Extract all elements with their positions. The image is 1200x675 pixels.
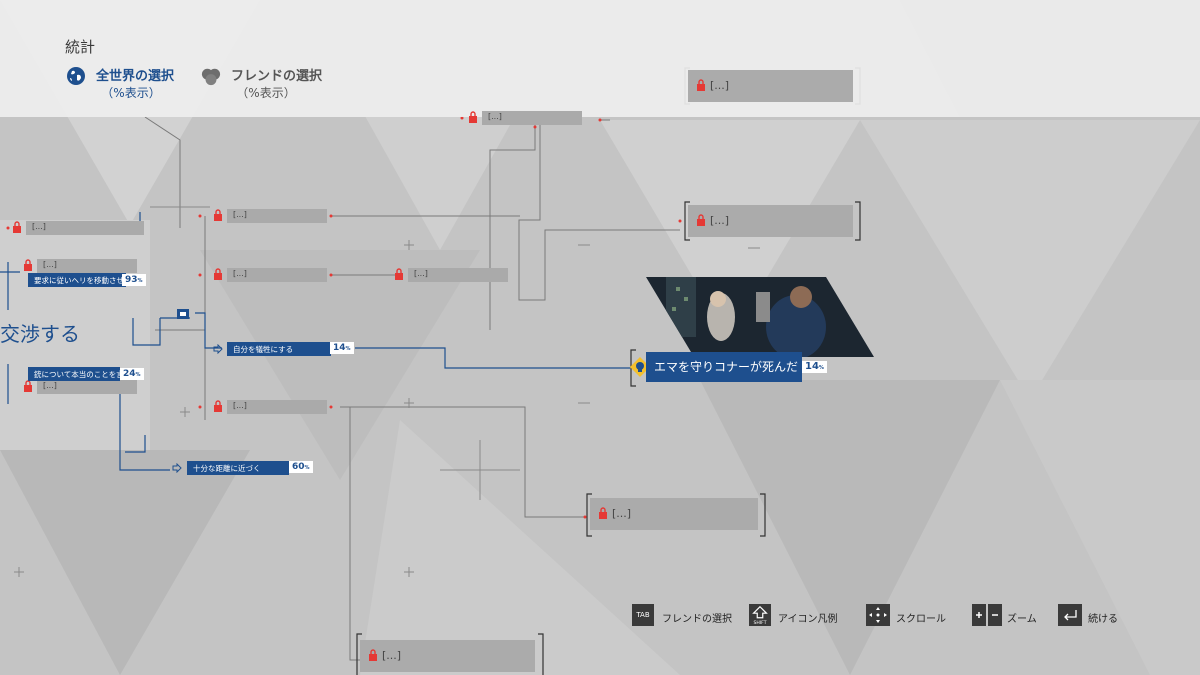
lock-icon <box>697 214 705 226</box>
ending-percent: 14% <box>802 361 827 373</box>
lock-icon <box>24 380 32 392</box>
choice-label: 要求に従いヘリを移動させる <box>34 276 132 285</box>
enter-key-icon <box>1058 604 1082 626</box>
arrow-icon <box>172 463 182 473</box>
continue-control[interactable]: 続ける <box>1058 604 1128 630</box>
choice-node[interactable]: 自分を犠牲にする <box>227 342 331 356</box>
ending-node[interactable]: エマを守りコナーが死んだ <box>646 352 802 382</box>
ending-scene-thumbnail <box>646 277 874 357</box>
choice-label: 銃について本当のことを言う <box>34 370 132 379</box>
locked-node[interactable]: [...] <box>214 209 327 223</box>
choice-percent: 14% <box>330 342 354 354</box>
locked-node[interactable]: [...] <box>395 268 508 282</box>
choice-percent: 24% <box>120 368 144 380</box>
global-selection-sub: （%表示） <box>101 86 161 100</box>
tab-key-icon: TAB <box>632 604 654 626</box>
choice-node[interactable]: 要求に従いヘリを移動させる <box>28 273 132 287</box>
lock-icon <box>369 649 377 661</box>
locked-node-label: [...] <box>43 260 57 269</box>
locked-node-label: [...] <box>612 507 632 520</box>
locked-node[interactable]: [...] <box>24 259 137 273</box>
choice-percent: 93% <box>122 274 146 286</box>
icon-legend-control-label: アイコン凡例 <box>778 614 838 625</box>
locked-node-label: [...] <box>414 269 428 278</box>
friend-selection-sub: （%表示） <box>236 86 296 100</box>
lock-icon <box>395 268 403 280</box>
choice-label: 十分な距離に近づく <box>193 464 261 473</box>
junction-icon <box>177 309 189 319</box>
locked-node-label: [...] <box>382 649 402 662</box>
lock-icon <box>13 221 21 233</box>
locked-node-label: [...] <box>488 112 502 121</box>
global-selection-option[interactable]: 全世界の選択 （%表示） <box>66 64 196 104</box>
locked-node-label: [...] <box>710 79 730 92</box>
lock-icon <box>697 79 705 91</box>
locked-node-label: [...] <box>233 210 247 219</box>
locked-node[interactable]: [...] <box>214 268 327 282</box>
locked-node-large[interactable]: [...] <box>360 640 535 672</box>
friend-selection-control-label: フレンドの選択 <box>662 614 732 625</box>
friend-selection-control[interactable]: TAB フレンドの選択 <box>632 604 742 630</box>
locked-node-label: [...] <box>43 381 57 390</box>
scroll-arrows-icon <box>866 604 890 626</box>
continue-control-label: 続ける <box>1088 614 1118 625</box>
choice-node[interactable]: 銃について本当のことを言う <box>28 367 131 381</box>
ending-skull-icon <box>630 357 650 377</box>
ending-label: エマを守りコナーが死んだ <box>654 360 799 374</box>
scroll-control-label: スクロール <box>896 614 946 625</box>
locked-node[interactable]: [...] <box>469 111 582 125</box>
arrow-icon <box>213 344 223 354</box>
lock-icon <box>24 259 32 271</box>
chapter-branch-title: 交渉する <box>0 322 80 346</box>
locked-node-label: [...] <box>233 269 247 278</box>
zoom-control[interactable]: ズーム <box>972 604 1052 630</box>
lock-icon <box>469 111 477 123</box>
locked-node-large[interactable]: [...] <box>590 498 758 530</box>
zoom-control-label: ズーム <box>1007 614 1037 625</box>
globe-icon <box>67 67 85 85</box>
locked-node-large[interactable]: [...] <box>688 205 853 237</box>
shift-key-icon: SHIFT <box>749 604 771 626</box>
locked-node[interactable]: [...] <box>214 400 327 414</box>
lock-icon <box>599 507 607 519</box>
svg-text:SHIFT: SHIFT <box>753 620 766 626</box>
locked-node-label: [...] <box>233 401 247 410</box>
lock-icon <box>214 209 222 221</box>
global-selection-label: 全世界の選択 <box>96 69 175 84</box>
choice-percent: 60% <box>289 461 313 473</box>
choice-label: 自分を犠牲にする <box>233 345 294 354</box>
locked-node[interactable]: [...] <box>24 380 137 394</box>
lock-icon <box>214 268 222 280</box>
locked-node-label: [...] <box>710 214 730 227</box>
zoom-keys-icon <box>972 604 1002 626</box>
page-title: 統計 <box>65 38 96 56</box>
scroll-control[interactable]: スクロール <box>866 604 966 630</box>
locked-node-large[interactable]: [...] <box>688 70 853 102</box>
friend-selection-label: フレンドの選択 <box>231 69 323 84</box>
lock-icon <box>214 400 222 412</box>
stats-header: 統計 全世界の選択 （%表示） フレンドの選択 （%表示） <box>0 0 1200 117</box>
friends-icon <box>201 68 221 86</box>
friend-selection-option[interactable]: フレンドの選択 （%表示） <box>201 64 341 104</box>
icon-legend-control[interactable]: SHIFT アイコン凡例 <box>748 604 858 630</box>
locked-node[interactable]: [...] <box>13 221 144 235</box>
choice-node[interactable]: 十分な距離に近づく <box>187 461 289 475</box>
locked-node-label: [...] <box>32 222 46 231</box>
